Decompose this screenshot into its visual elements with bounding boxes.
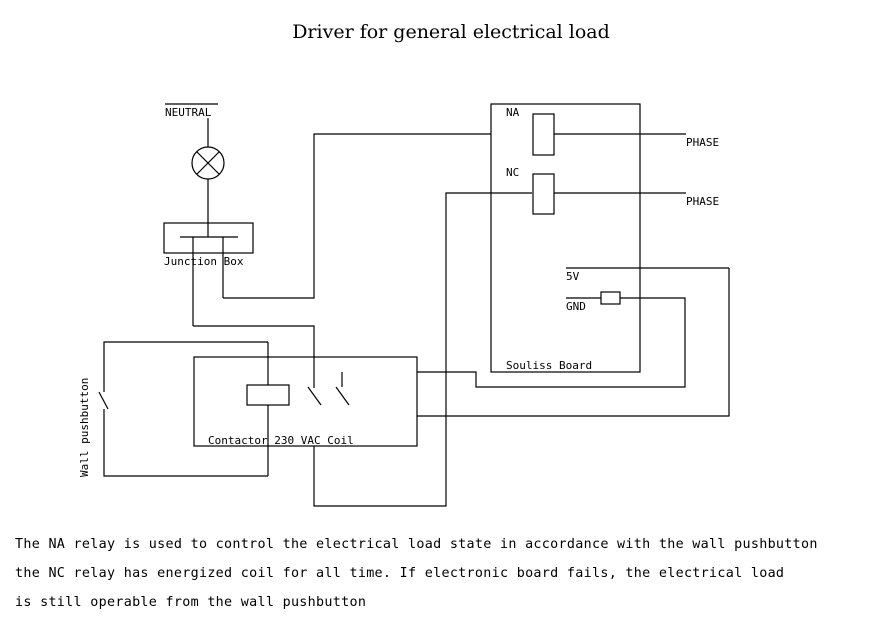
phase-label-na: PHASE xyxy=(686,136,719,149)
na-feed-wire xyxy=(223,133,532,299)
contactor-label: Contactor 230 VAC Coil xyxy=(208,434,354,447)
na-label: NA xyxy=(506,106,520,119)
contactor-coil xyxy=(246,384,290,406)
wall-pushbutton-switch xyxy=(98,391,109,410)
na-relay xyxy=(532,113,555,156)
contactor-box xyxy=(193,356,418,447)
v5-label: 5V xyxy=(566,270,580,283)
gnd-return-wire xyxy=(342,297,686,388)
note-line-1: The NA relay is used to control the elec… xyxy=(15,537,818,552)
souliss-board xyxy=(490,103,641,373)
gnd-label: GND xyxy=(566,300,586,313)
diagram-title: Driver for general electrical load xyxy=(292,21,610,43)
nc-feed-wire xyxy=(313,192,532,507)
nc-relay xyxy=(532,173,555,215)
pushbutton-upper-wire xyxy=(103,341,268,392)
junction-box-label: Junction Box xyxy=(164,255,244,268)
souliss-board-label: Souliss Board xyxy=(506,359,592,372)
pushbutton-lower-wire xyxy=(103,409,268,477)
lamp-symbol xyxy=(191,146,225,180)
wall-pushbutton-label: Wall pushbutton xyxy=(78,378,91,477)
note-line-3: is still operable from the wall pushbutt… xyxy=(15,595,367,610)
neutral-label: NEUTRAL xyxy=(165,106,212,119)
phase-label-nc: PHASE xyxy=(686,195,719,208)
contactor-contact-1 xyxy=(307,386,322,406)
contactor-contact-2 xyxy=(335,386,350,406)
contactor-contact-wire xyxy=(193,325,315,388)
note-line-2: the NC relay has energized coil for all … xyxy=(15,566,785,581)
gnd-resistor xyxy=(600,291,621,305)
nc-label: NC xyxy=(506,166,519,179)
